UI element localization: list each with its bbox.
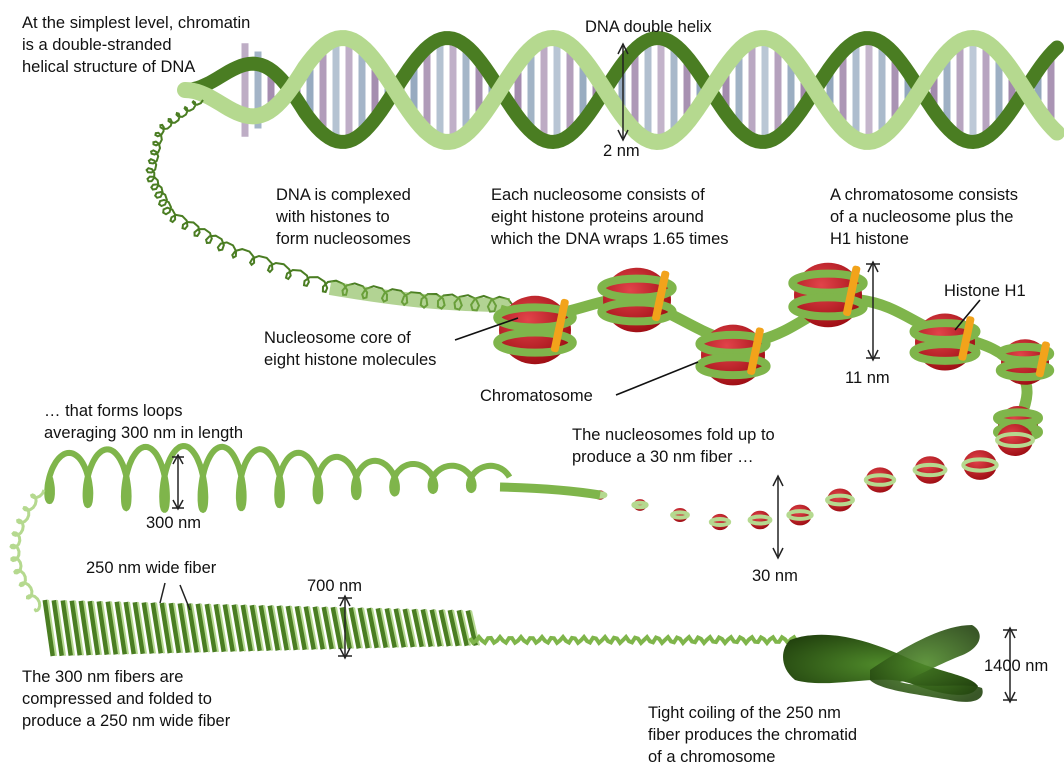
fiber-size-label: 30 nm <box>752 565 798 587</box>
fiber-nucleosome <box>711 514 729 530</box>
tight-coiling-label: Tight coiling of the 250 nm fiber produc… <box>648 702 857 768</box>
chromosome-size-label: 1400 nm <box>984 655 1048 677</box>
nucleosome-size-label: 11 nm <box>845 367 890 389</box>
fiber-nucleosome <box>997 424 1033 456</box>
fiber-nucleosome <box>788 505 811 526</box>
fiber-nucleosome <box>866 467 894 492</box>
dna-double-helix <box>185 38 1057 142</box>
chromatin-intro-label: At the simplest level, chromatin is a do… <box>22 12 250 78</box>
fiber-tail <box>500 487 600 495</box>
chromatid-right <box>870 625 983 702</box>
nucleosome-desc-label: Each nucleosome consists of eight histon… <box>491 184 729 250</box>
compressed-label: The 300 nm fibers are compressed and fol… <box>22 666 230 732</box>
wide-fiber-label: 250 nm wide fiber <box>86 557 216 579</box>
chromatosome-label: Chromatosome <box>480 385 593 407</box>
chromatosome-desc-label: A chromatosome consists of a nucleosome … <box>830 184 1018 250</box>
histone-h1-label: Histone H1 <box>944 280 1026 302</box>
fold-label: The nucleosomes fold up to produce a 30 … <box>572 424 775 468</box>
complexed-label: DNA is complexed with histones to form n… <box>276 184 411 250</box>
chromosome <box>783 625 983 702</box>
loop-coil <box>47 446 509 510</box>
fiber-to-chromosome <box>470 637 800 643</box>
helix-width-label: 2 nm <box>603 140 640 162</box>
fiber-nucleosome <box>750 511 771 530</box>
fiber-nucleosome <box>963 450 996 480</box>
dna-helix-label: DNA double helix <box>585 16 712 38</box>
chromatin-loops <box>11 446 509 611</box>
chromatosome-leader <box>616 362 698 395</box>
loop-size-label: 300 nm <box>146 512 201 534</box>
core-label: Nucleosome core of eight histone molecul… <box>264 327 436 371</box>
fiber-nucleosome <box>827 488 853 511</box>
loop-connector <box>11 490 44 611</box>
coil-size-label: 700 nm <box>307 575 362 597</box>
two-hundred-fifty-nm-fiber <box>45 600 800 656</box>
fiber-nucleosome <box>915 456 946 484</box>
loops-label: … that forms loops averaging 300 nm in l… <box>44 400 243 444</box>
